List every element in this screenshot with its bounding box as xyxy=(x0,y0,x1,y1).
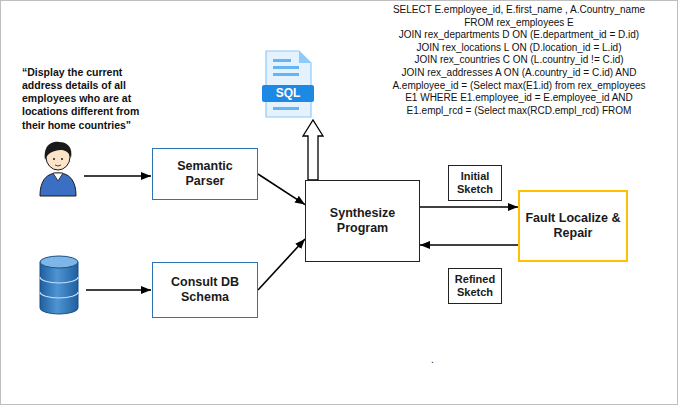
sql-line: JOIN rex_locations L ON (D.location_id =… xyxy=(362,42,676,55)
sql-line: JOIN rex_addresses A ON (A.country_id = … xyxy=(362,67,676,80)
input-arrow xyxy=(84,175,151,177)
node-text: Consult DB Schema xyxy=(157,275,253,305)
node-text: SQL xyxy=(262,85,314,102)
sql-line: SELECT E.employee_id, E.first_name , A.C… xyxy=(362,4,676,17)
process-box: Synthesize Program xyxy=(305,180,420,262)
flow-arrow xyxy=(258,239,305,290)
file-shape xyxy=(262,50,314,118)
sql-line: E1 WHERE E1.employee_id = E.employee_id … xyxy=(362,92,676,105)
node-text: Refined Sketch xyxy=(452,273,498,299)
flow-arrow xyxy=(420,206,518,208)
sql-code: SELECT E.employee_id, E.first_name , A.C… xyxy=(362,4,676,117)
output-block-arrow xyxy=(303,120,323,180)
node-text: Synthesize Program xyxy=(310,206,415,236)
flow-arrow xyxy=(420,244,518,246)
sql-file-icon: SQL xyxy=(262,50,314,118)
sql-line: FROM rex_employees E xyxy=(362,17,676,30)
sketch-box: Initial Sketch xyxy=(448,165,502,201)
process-box: Consult DB Schema xyxy=(152,262,258,318)
sql-line: E1.empl_rcd = (Select max(RCD.empl_rcd) … xyxy=(362,105,676,118)
person-icon xyxy=(40,142,76,196)
stray-mark: . xyxy=(431,354,434,365)
process-box: Fault Localize & Repair xyxy=(518,190,628,262)
flow-arrow xyxy=(258,174,305,205)
node-text: Initial Sketch xyxy=(452,170,498,196)
mark-text: . xyxy=(431,354,434,365)
sketch-box: Refined Sketch xyxy=(448,268,502,304)
sql-line: JOIN rex_departments D ON (E.department_… xyxy=(362,29,676,42)
node-text: Semantic Parser xyxy=(157,159,253,189)
sql-line: A.employee_id = (Select max(E1.id) from … xyxy=(362,80,676,93)
input-arrow xyxy=(86,289,151,291)
process-box: Semantic Parser xyxy=(152,148,258,200)
query-quote: “Display the current address details of … xyxy=(22,66,142,132)
sql-line: JOIN rex_countries C ON (L.country_id !=… xyxy=(362,54,676,67)
node-text: Fault Localize & Repair xyxy=(524,211,622,241)
database-icon xyxy=(40,256,78,314)
query-text: “Display the current address details of … xyxy=(22,66,139,131)
